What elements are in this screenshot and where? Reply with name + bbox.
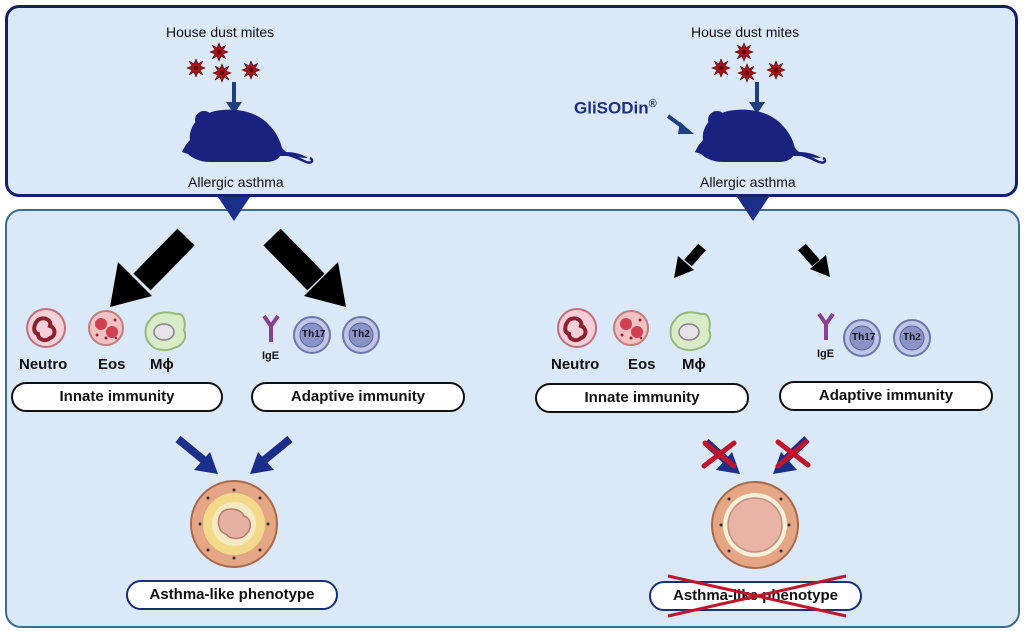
treatment-label: GliSODin® (574, 98, 657, 118)
upper-panel (5, 5, 1018, 197)
trigger-label-right: House dust mites (691, 24, 800, 40)
ige-label: IgE (817, 348, 835, 360)
condition-label-left: Allergic asthma (188, 174, 284, 190)
converge-arrow-left-icon (175, 435, 218, 474)
th17-label: Th17 (852, 332, 876, 343)
cross-mark-icon (775, 439, 811, 469)
inflamed-airway-icon (190, 480, 278, 568)
macrophage-label: Mϕ (150, 356, 174, 373)
big-arrow-adaptive-icon (263, 228, 346, 307)
lower-panel (5, 209, 1020, 628)
innate-immunity-pill: Innate immunity (11, 382, 223, 412)
ige-label: IgE (262, 350, 280, 362)
condition-label-right: Allergic asthma (700, 174, 796, 190)
cross-mark-icon (701, 440, 737, 469)
th17-label: Th17 (302, 329, 326, 340)
outcome-pill: Asthma-like phenotype (126, 580, 338, 610)
neutro-label: Neutro (551, 356, 600, 373)
arrow-down-icon (226, 82, 242, 114)
converge-arrow-right-icon (250, 435, 293, 474)
small-arrow-innate-icon (674, 243, 706, 278)
arrow-down-icon (749, 82, 765, 114)
eos-label: Eos (628, 356, 656, 373)
neutro-label: Neutro (19, 356, 68, 373)
small-arrow-adaptive-icon (798, 243, 830, 277)
th2-label: Th2 (352, 329, 370, 340)
eos-label: Eos (98, 356, 126, 373)
adaptive-immunity-pill: Adaptive immunity (251, 382, 465, 412)
adaptive-immunity-pill: Adaptive immunity (779, 381, 993, 411)
innate-immunity-pill: Innate immunity (535, 383, 749, 413)
healthy-airway-icon (711, 481, 799, 569)
trigger-label-left: House dust mites (166, 24, 275, 40)
macrophage-label: Mϕ (682, 356, 706, 373)
big-arrow-innate-icon (110, 228, 195, 307)
th2-label: Th2 (903, 332, 921, 343)
arrow-diagonal-icon (666, 114, 694, 134)
